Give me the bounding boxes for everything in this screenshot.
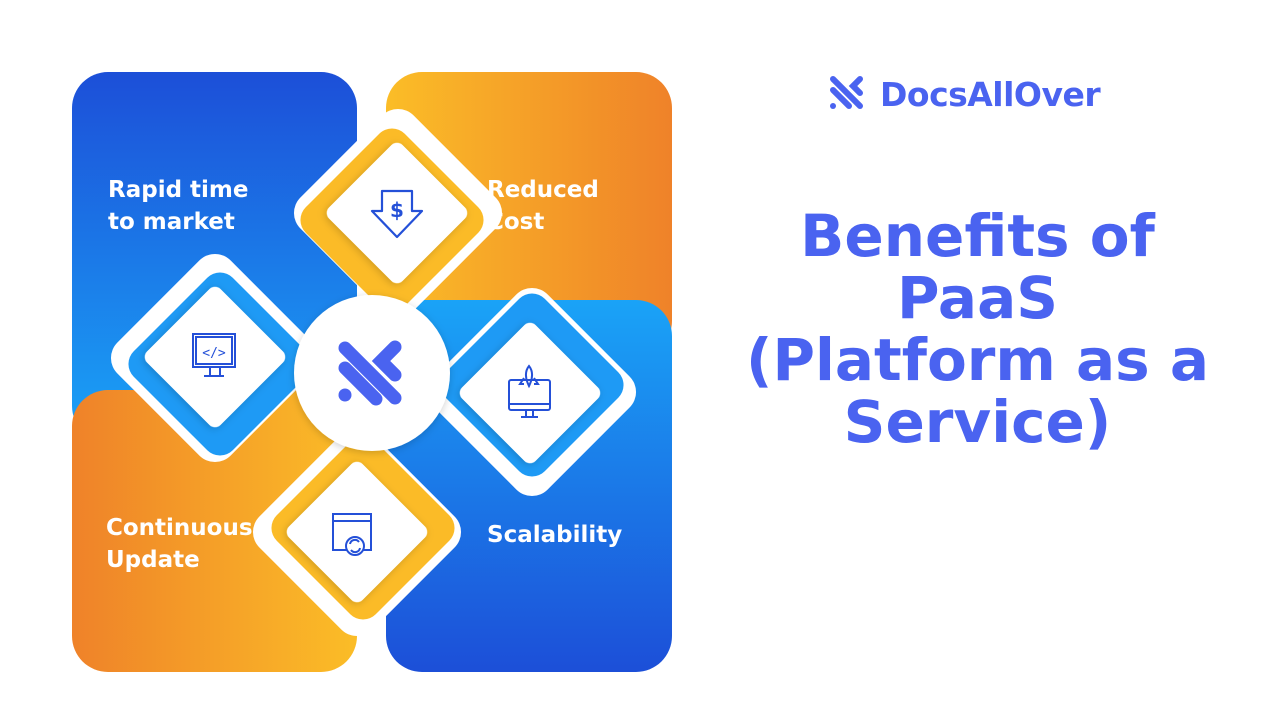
diamond-scalability — [427, 287, 637, 497]
title-line: (Platform as a — [745, 326, 1210, 394]
brand-name: DocsAllOver — [880, 74, 1101, 114]
rocket-monitor-icon — [508, 364, 551, 418]
quadrant-continuous-update — [72, 390, 357, 672]
center-logo — [294, 295, 450, 451]
dollar-down-arrow-icon: $ — [370, 189, 424, 239]
title-line: Service) — [843, 388, 1112, 456]
quadrant-reduced-cost — [386, 72, 672, 357]
docsallover-logo-icon — [830, 76, 863, 109]
code-monitor-icon: </> — [192, 333, 236, 377]
browser-refresh-icon — [332, 513, 372, 556]
svg-text:$: $ — [390, 198, 404, 222]
brand-logo: DocsAllOver — [828, 74, 1101, 114]
title-line: PaaS — [896, 264, 1058, 332]
svg-text:</>: </> — [202, 346, 226, 361]
diamond-continuous-update — [252, 427, 462, 637]
label-scalability: Scalability — [487, 522, 622, 548]
title-line: Benefits of — [800, 202, 1155, 270]
page-title: Benefits of PaaS (Platform as a Service) — [740, 205, 1215, 453]
diamond-reduced-cost — [293, 108, 503, 318]
